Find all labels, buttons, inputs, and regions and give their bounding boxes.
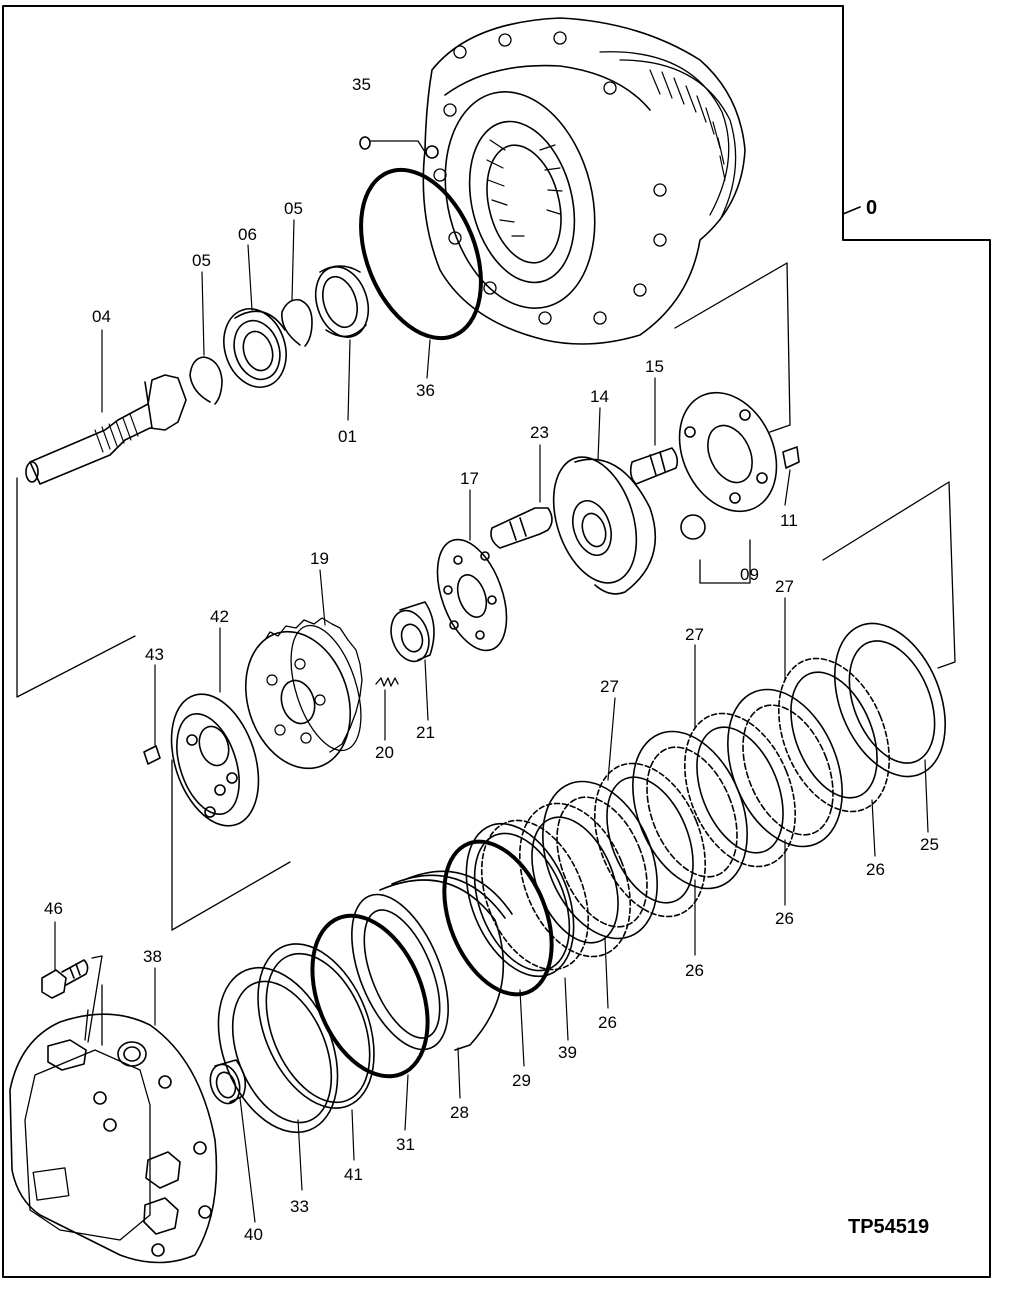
callout-14: 14 <box>590 387 609 406</box>
back-up-ring-39 <box>465 822 575 978</box>
callout-25: 25 <box>920 835 939 854</box>
callout-27-a: 27 <box>600 677 619 696</box>
callout-09: 09 <box>740 565 759 584</box>
thrust-plate-17 <box>436 538 508 652</box>
separator-plate-27b <box>632 730 748 890</box>
callout-26-d: 26 <box>775 909 794 928</box>
pin-23 <box>490 507 553 549</box>
o-ring-36 <box>359 167 483 341</box>
piston-28 <box>351 870 513 1051</box>
assembly-number: 0 <box>866 197 877 219</box>
seal-01 <box>314 265 370 338</box>
dowel-11 <box>782 446 800 469</box>
o-ring-31 <box>310 913 430 1079</box>
o-ring-29 <box>442 839 554 997</box>
callout-11: 11 <box>780 511 798 530</box>
reference-code: TP54519 <box>848 1216 929 1238</box>
callout-36: 36 <box>416 381 435 400</box>
spring-20 <box>375 677 399 687</box>
callout-28: 28 <box>450 1103 469 1122</box>
diagram-border <box>2 5 991 1278</box>
assembly-leader <box>842 206 861 215</box>
callout-15: 15 <box>645 357 664 376</box>
shaft-04 <box>25 374 187 485</box>
needle-bearing-40 <box>209 1059 247 1105</box>
callout-33: 33 <box>290 1197 309 1216</box>
callout-42: 42 <box>210 607 229 626</box>
group-leader-lines <box>16 262 956 1046</box>
callout-04: 04 <box>92 307 111 326</box>
carrier-plate-42 <box>170 693 260 827</box>
callout-43: 43 <box>145 645 164 664</box>
callout-leaders <box>54 219 929 1223</box>
callout-41: 41 <box>344 1165 363 1184</box>
callout-46: 46 <box>44 899 63 918</box>
callout-39: 39 <box>558 1043 577 1062</box>
snap-ring-05-right <box>281 298 313 347</box>
callout-26-e: 26 <box>866 860 885 879</box>
callout-19: 19 <box>310 549 329 568</box>
pin-43 <box>143 745 161 765</box>
snap-ring-05-left <box>189 356 223 405</box>
pin-15 <box>629 447 679 485</box>
clutch-pack <box>465 622 947 978</box>
back-up-ring-41 <box>257 943 375 1109</box>
callout-01: 01 <box>338 427 357 446</box>
friction-plate-26d <box>683 712 797 868</box>
callout-29: 29 <box>512 1071 531 1090</box>
callout-40: 40 <box>244 1225 263 1244</box>
callout-05-right: 05 <box>284 199 303 218</box>
bolt-46 <box>41 959 89 999</box>
friction-plate-26c <box>593 762 707 918</box>
callout-05-left: 05 <box>192 251 211 270</box>
callout-27-c: 27 <box>775 577 794 596</box>
valve-cover-38 <box>9 1009 218 1264</box>
callout-38: 38 <box>143 947 162 966</box>
callout-26-c: 26 <box>685 961 704 980</box>
plate-09 <box>678 391 778 584</box>
callout-23: 23 <box>530 423 549 442</box>
callout-21: 21 <box>416 723 435 742</box>
o-ring-35 <box>359 136 426 153</box>
callout-labels: 35 36 05 06 05 04 01 15 14 23 17 11 09 1… <box>44 75 939 1244</box>
friction-plate-26a <box>480 819 590 971</box>
separator-plate-27a <box>542 780 658 940</box>
callout-17: 17 <box>460 469 479 488</box>
callout-20: 20 <box>375 743 394 762</box>
gear-19 <box>244 617 363 770</box>
seal-ring-25 <box>833 622 947 778</box>
housing-hub <box>422 17 746 345</box>
bushing-21 <box>390 601 435 663</box>
bearing-06 <box>223 308 287 388</box>
callout-27-b: 27 <box>685 625 704 644</box>
callout-35: 35 <box>352 75 371 94</box>
friction-plate-26e <box>777 657 891 813</box>
callout-26-b: 26 <box>598 1013 617 1032</box>
callout-31: 31 <box>396 1135 415 1154</box>
callout-06: 06 <box>238 225 257 244</box>
friction-plate-26b <box>518 802 632 958</box>
piston-14 <box>552 456 657 595</box>
